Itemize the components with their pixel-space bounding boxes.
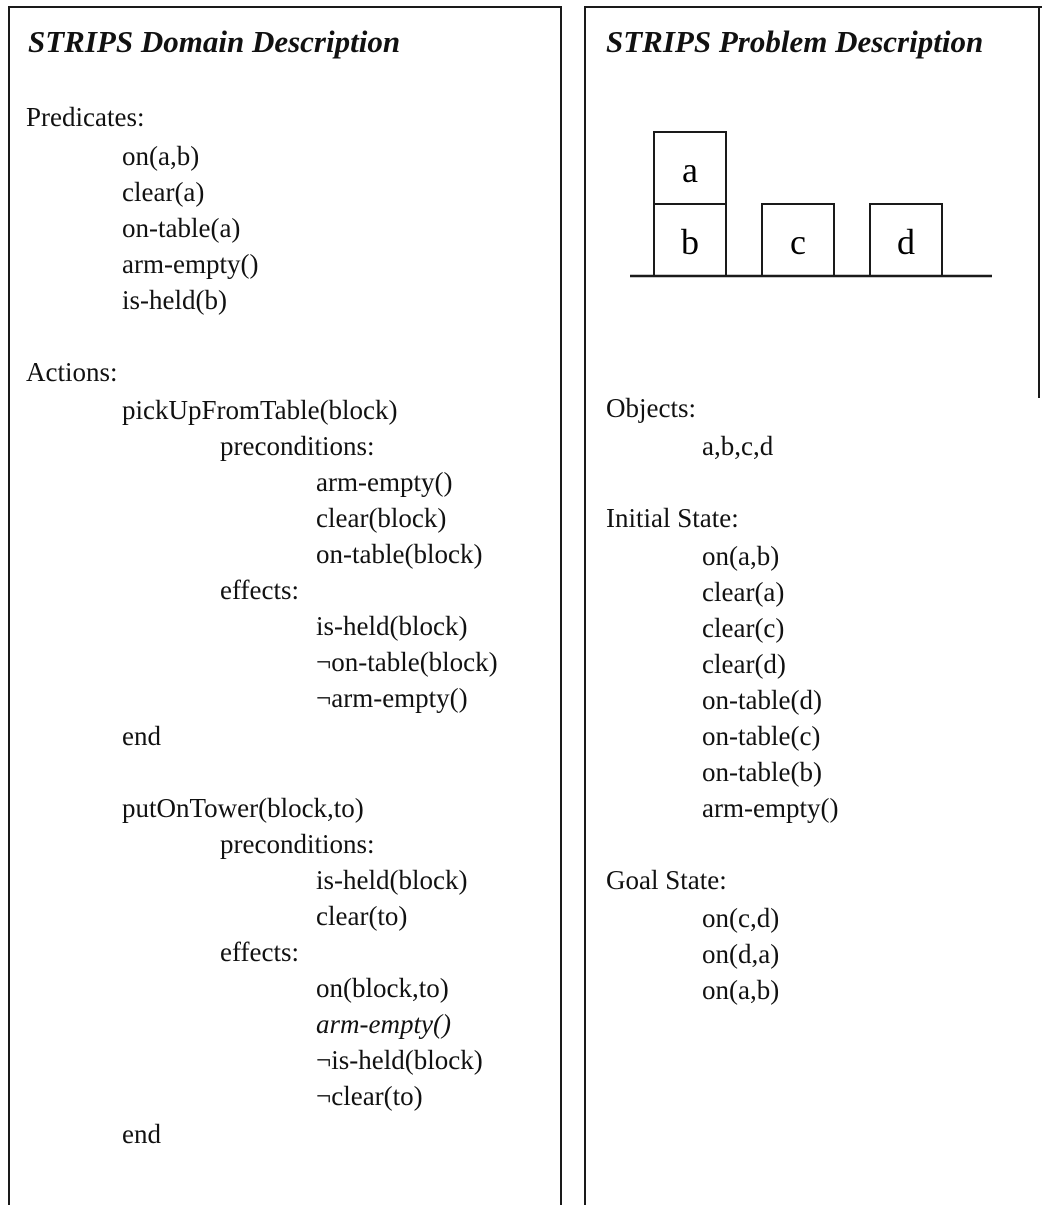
effect-item: ¬clear(to) — [316, 1081, 423, 1111]
predicates-label: Predicates: — [26, 102, 145, 132]
effect-item: on(block,to) — [316, 973, 449, 1003]
initial-state-item: on-table(c) — [702, 721, 821, 751]
effect-item: ¬arm-empty() — [316, 683, 468, 713]
effects-label: effects: — [220, 575, 299, 605]
block-a — [653, 131, 727, 205]
initial-state-item: clear(d) — [702, 649, 786, 679]
initial-state-item: clear(a) — [702, 577, 785, 607]
block-b — [653, 203, 727, 277]
blocks-world-diagram: a b c d — [630, 131, 992, 278]
predicate-item: clear(a) — [122, 177, 205, 207]
precondition-item: clear(to) — [316, 901, 408, 931]
effects-label: effects: — [220, 937, 299, 967]
initial-state-label: Initial State: — [606, 503, 739, 533]
preconditions-label: preconditions: — [220, 431, 375, 461]
precondition-item: on-table(block) — [316, 539, 483, 569]
objects-list: a,b,c,d — [702, 431, 774, 461]
initial-state-item: clear(c) — [702, 613, 785, 643]
effect-item: ¬on-table(block) — [316, 647, 498, 677]
block-d — [869, 203, 943, 277]
domain-panel: STRIPS Domain Description Predicates: on… — [8, 6, 562, 1205]
problem-panel: STRIPS Problem Description a b c d Objec… — [584, 6, 1042, 1205]
actions-label: Actions: — [26, 357, 118, 387]
right-panel-border — [1038, 6, 1040, 398]
goal-state-item: on(a,b) — [702, 975, 780, 1005]
problem-title: STRIPS Problem Description — [606, 24, 984, 59]
effect-item: ¬is-held(block) — [316, 1045, 483, 1075]
action-signature: putOnTower(block,to) — [122, 793, 364, 823]
action-signature: pickUpFromTable(block) — [122, 395, 398, 425]
precondition-item: clear(block) — [316, 503, 447, 533]
predicate-item: on(a,b) — [122, 141, 200, 171]
initial-state-item: on-table(d) — [702, 685, 822, 715]
predicate-item: is-held(b) — [122, 285, 227, 315]
preconditions-label: preconditions: — [220, 829, 375, 859]
predicate-item: on-table(a) — [122, 213, 241, 243]
block-d-label: d — [897, 222, 915, 262]
predicate-item: arm-empty() — [122, 249, 259, 279]
initial-state-item: arm-empty() — [702, 793, 839, 823]
initial-state-item: on-table(b) — [702, 757, 822, 787]
objects-label: Objects: — [606, 393, 696, 423]
end-label: end — [122, 721, 161, 751]
precondition-item: is-held(block) — [316, 865, 468, 895]
block-c-label: c — [790, 222, 806, 262]
initial-state-item: on(a,b) — [702, 541, 780, 571]
end-label: end — [122, 1119, 161, 1149]
precondition-item: arm-empty() — [316, 467, 453, 497]
goal-state-item: on(c,d) — [702, 903, 780, 933]
goal-state-label: Goal State: — [606, 865, 727, 895]
block-a-label: a — [682, 150, 698, 190]
block-b-label: b — [681, 222, 699, 262]
effect-item: is-held(block) — [316, 611, 468, 641]
domain-title: STRIPS Domain Description — [28, 24, 401, 59]
goal-state-item: on(d,a) — [702, 939, 780, 969]
effect-item: arm-empty() — [316, 1009, 451, 1039]
